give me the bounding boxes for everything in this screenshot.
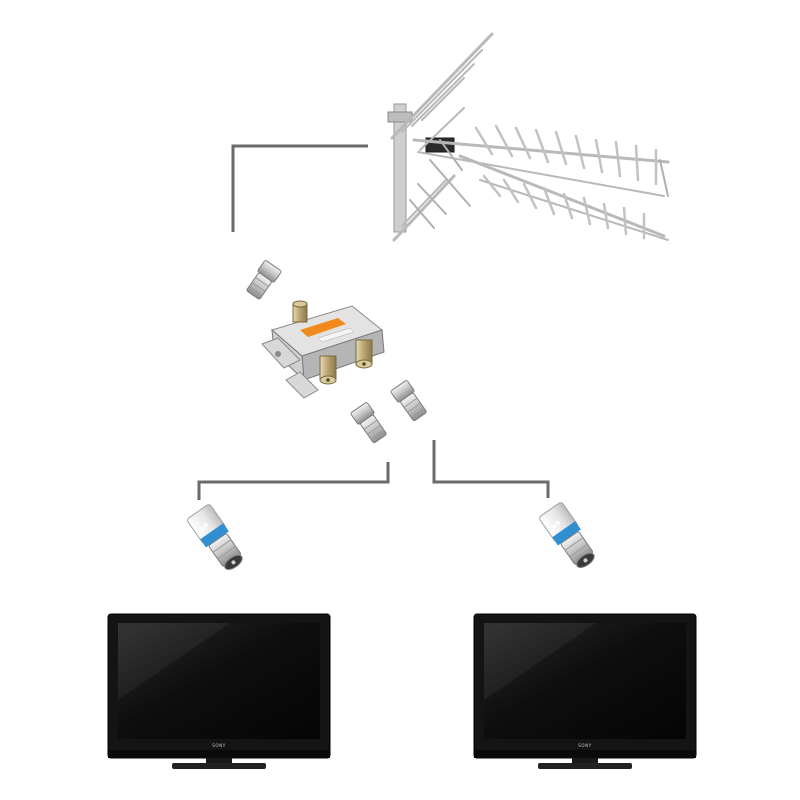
flat-tv-right-icon: SONY bbox=[473, 613, 697, 769]
f-connector-input-icon bbox=[246, 260, 282, 300]
cable-splitter-to-left-tv bbox=[197, 462, 390, 500]
f-connector-output-1-icon bbox=[350, 402, 387, 444]
coax-tv-plug-left-icon: CAB bbox=[187, 504, 243, 570]
coax-tv-plug-right-icon: CAB bbox=[539, 502, 595, 568]
two-way-splitter-icon bbox=[261, 300, 385, 399]
flat-tv-left-icon: SONY bbox=[107, 613, 331, 769]
yagi-antenna-icon bbox=[387, 32, 670, 242]
cable-splitter-to-right-tv bbox=[432, 440, 550, 498]
tv-brand-label: SONY bbox=[212, 743, 226, 748]
tv-brand-label: SONY bbox=[578, 743, 592, 748]
f-connector-output-2-icon bbox=[390, 380, 427, 422]
cable-antenna-to-splitter bbox=[231, 144, 368, 232]
